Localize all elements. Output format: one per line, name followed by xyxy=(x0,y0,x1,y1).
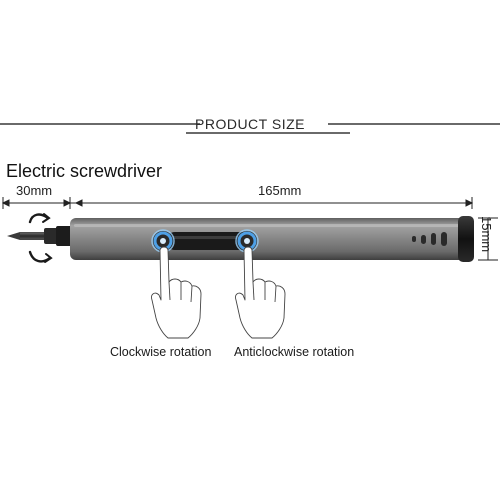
section-divider xyxy=(0,123,500,134)
diameter-dimension-line xyxy=(478,217,498,261)
section-title: PRODUCT SIZE xyxy=(195,116,305,132)
screwdriver-bit xyxy=(7,226,74,246)
body-length-label: 165mm xyxy=(258,183,302,198)
anticlockwise-caption: Anticlockwise rotation xyxy=(234,345,355,359)
hand-pointer-icon xyxy=(235,246,286,339)
clockwise-caption: Clockwise rotation xyxy=(110,345,212,359)
hand-pointer-icon xyxy=(151,246,202,339)
screwdriver-body xyxy=(70,218,466,260)
product-name: Electric screwdriver xyxy=(6,161,163,181)
diameter-label: 15mm xyxy=(479,216,494,253)
end-cap xyxy=(458,216,474,262)
body-length-dimension-line xyxy=(70,197,474,209)
rotation-arrows-icon xyxy=(28,213,53,263)
tip-length-dimension-line xyxy=(1,197,72,209)
tip-length-label: 30mm xyxy=(16,183,53,198)
